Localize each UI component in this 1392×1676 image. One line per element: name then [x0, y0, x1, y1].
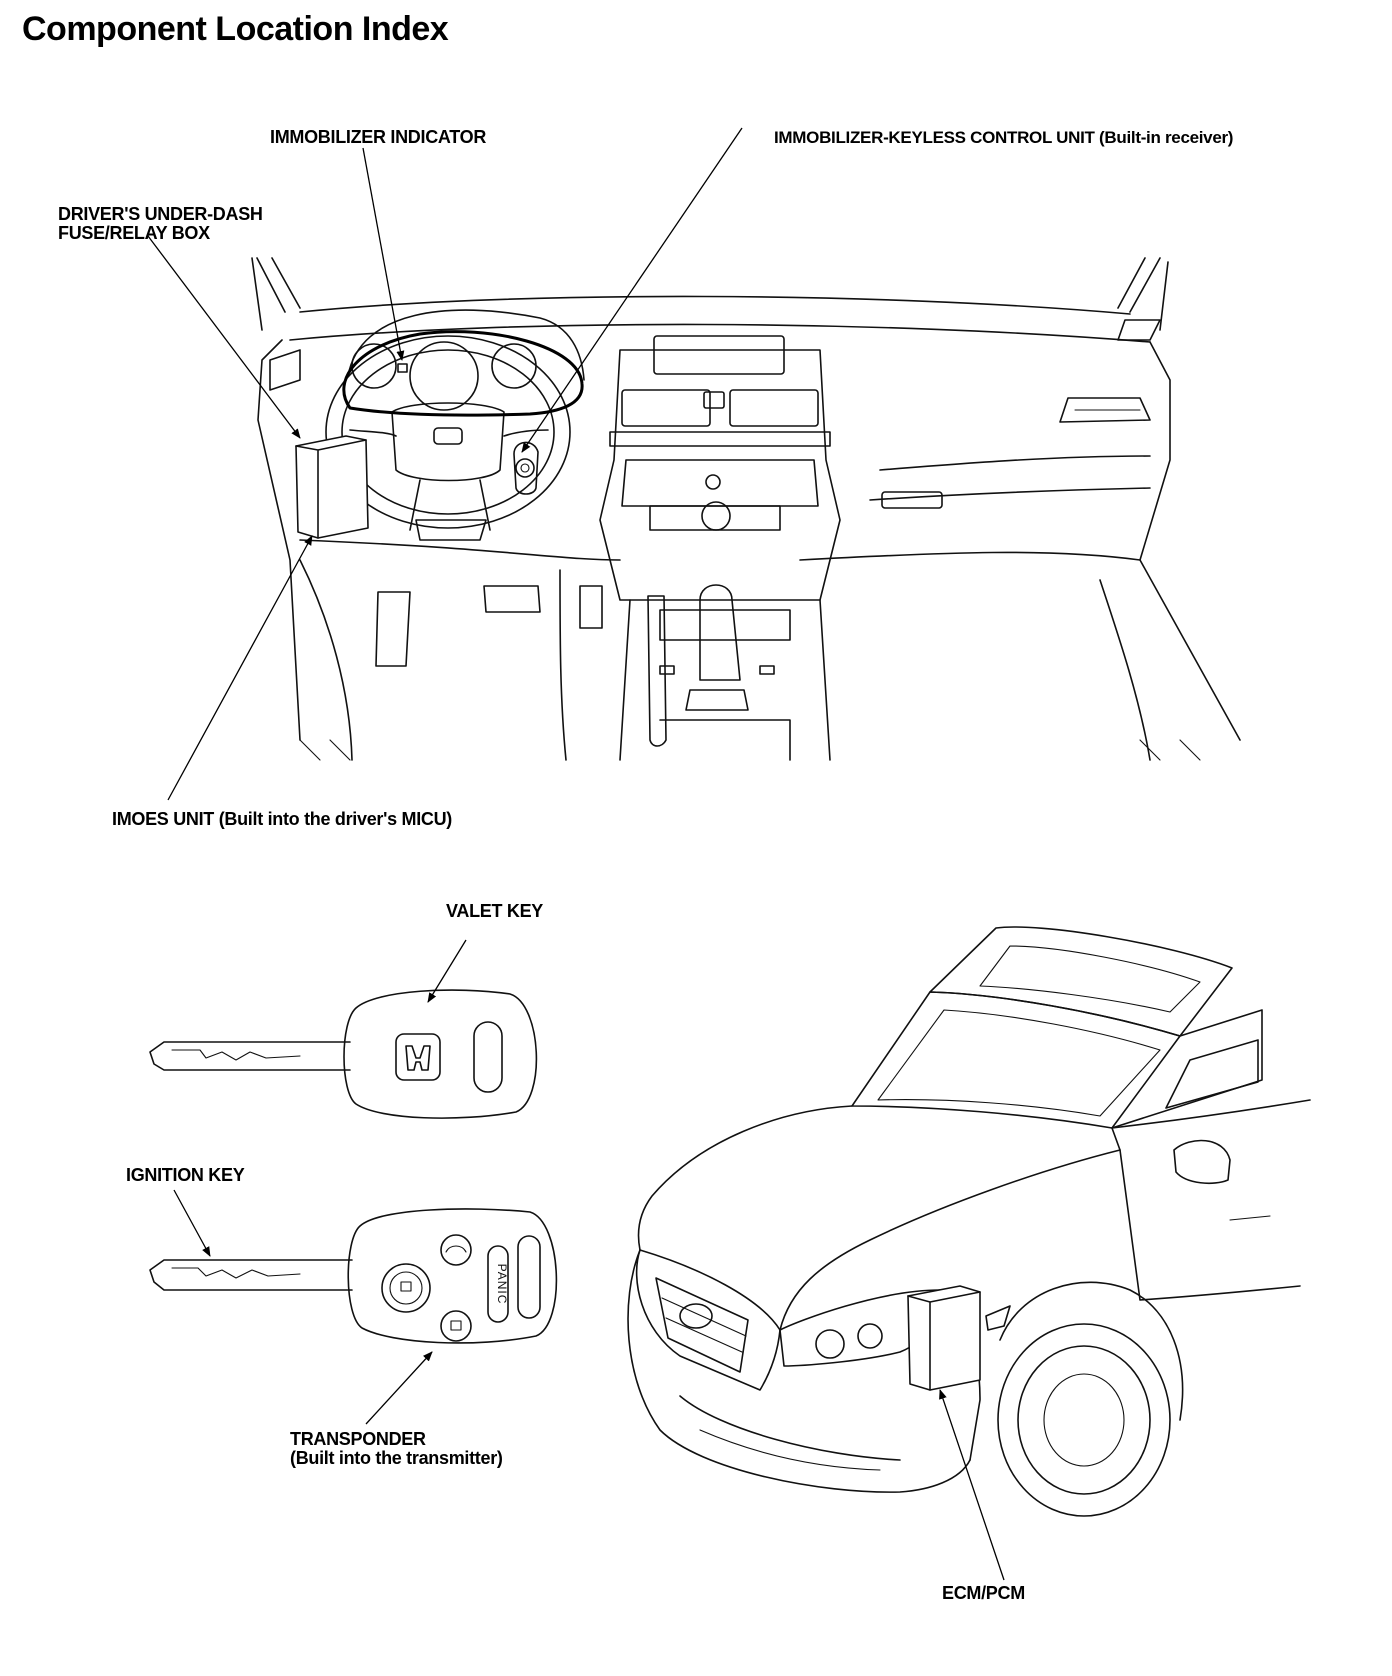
transponder-leader	[366, 1351, 433, 1424]
fuse-box-label: DRIVER'S UNDER-DASH FUSE/RELAY BOX	[58, 205, 263, 243]
fuse-box-text-line1: DRIVER'S UNDER-DASH	[58, 204, 263, 224]
valet-key-illustration	[150, 990, 536, 1118]
valet-key-label: VALET KEY	[446, 902, 543, 921]
ecm-pcm-text: ECM/PCM	[942, 1583, 1025, 1603]
car-illustration	[628, 927, 1310, 1516]
lock-button-icon	[382, 1264, 430, 1312]
page-title: Component Location Index	[22, 10, 449, 48]
dashboard-illustration	[252, 258, 1240, 760]
immobilizer-indicator-label: IMMOBILIZER INDICATOR	[270, 128, 486, 147]
imoes-unit-leader	[168, 535, 312, 800]
unlock-button-icon	[441, 1311, 471, 1341]
immobilizer-indicator-text: IMMOBILIZER INDICATOR	[270, 127, 487, 147]
panic-button	[488, 1246, 508, 1322]
panic-button-label: PANIC	[495, 1264, 509, 1305]
imoes-unit-label: IMOES UNIT (Built into the driver's MICU…	[112, 810, 452, 829]
fuse-box-leader	[148, 236, 301, 439]
ignition-key-leader	[174, 1190, 210, 1257]
control-unit-leader	[521, 128, 742, 453]
ecm-pcm-label: ECM/PCM	[942, 1584, 1025, 1603]
imoes-unit-text: IMOES UNIT (Built into the driver's MICU…	[112, 809, 452, 829]
ignition-key-text: IGNITION KEY	[126, 1165, 245, 1185]
transponder-text-line1: TRANSPONDER	[290, 1429, 426, 1449]
control-unit-text: IMMOBILIZER-KEYLESS CONTROL UNIT (Built-…	[774, 128, 1234, 147]
transponder-text-line2: (Built into the transmitter)	[290, 1448, 503, 1468]
control-unit-label: IMMOBILIZER-KEYLESS CONTROL UNIT (Built-…	[774, 128, 1233, 147]
trunk-button-icon	[441, 1235, 471, 1265]
fuse-box-text-line2: FUSE/RELAY BOX	[58, 223, 210, 243]
immobilizer-indicator-leader	[363, 148, 405, 361]
ecm-pcm-leader	[939, 1389, 1004, 1580]
valet-key-text: VALET KEY	[446, 901, 543, 921]
transponder-label: TRANSPONDER (Built into the transmitter)	[290, 1430, 503, 1468]
valet-key-leader	[428, 940, 466, 1003]
ignition-key-illustration: PANIC	[150, 1209, 556, 1343]
immobilizer-indicator-light-icon	[398, 364, 407, 372]
ignition-key-label: IGNITION KEY	[126, 1165, 245, 1185]
